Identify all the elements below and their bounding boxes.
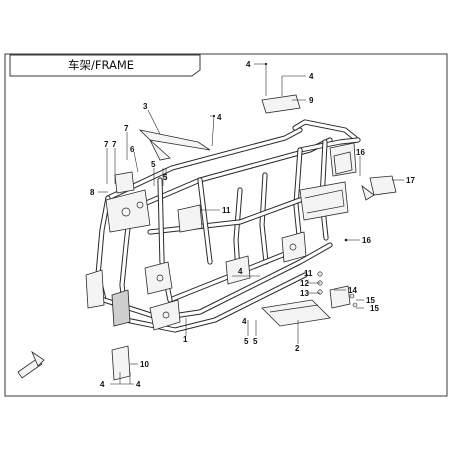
callout-16-right: 16 xyxy=(362,236,371,245)
callout-4-lower-mid: 4 xyxy=(242,317,247,326)
callout-5-a: 5 xyxy=(151,160,156,169)
header-box xyxy=(9,54,201,77)
callout-14: 14 xyxy=(348,286,357,295)
callout-4-upper-mid: 4 xyxy=(217,113,222,122)
callout-1: 1 xyxy=(183,335,188,344)
callout-labels: 4 4 9 3 4 7 7 7 6 5 5 8 11 16 17 16 4 11… xyxy=(90,60,415,389)
diagram-border xyxy=(4,53,448,397)
view-direction-icon xyxy=(17,357,43,379)
callout-2: 2 xyxy=(295,344,300,353)
callout-15-b: 15 xyxy=(370,304,379,313)
callout-5-d: 5 xyxy=(253,337,258,346)
callout-5-c: 5 xyxy=(244,337,249,346)
leader-lines xyxy=(98,62,404,385)
callout-3: 3 xyxy=(143,102,148,111)
callout-4-bottom-right: 4 xyxy=(136,380,141,389)
callout-4-mid: 4 xyxy=(238,267,243,276)
frame-assembly xyxy=(17,94,397,381)
callout-16-upper: 16 xyxy=(356,148,365,157)
page-title: 车架/FRAME xyxy=(68,58,134,72)
callout-17: 17 xyxy=(406,176,415,185)
callout-4-bottom-left: 4 xyxy=(100,380,105,389)
callout-13: 13 xyxy=(300,289,309,298)
callout-12: 12 xyxy=(300,279,309,288)
callout-9: 9 xyxy=(309,96,314,105)
callout-15-a: 15 xyxy=(366,296,375,305)
callout-11-lower: 11 xyxy=(304,269,313,278)
callout-7-a: 7 xyxy=(124,124,129,133)
callout-6: 6 xyxy=(130,145,135,154)
callout-7-c: 7 xyxy=(112,140,117,149)
callout-11: 11 xyxy=(222,206,231,215)
callout-7-b: 7 xyxy=(104,140,109,149)
callout-10: 10 xyxy=(140,360,149,369)
header: 车架/FRAME xyxy=(9,54,201,77)
callout-4-top-left: 4 xyxy=(246,60,251,69)
callout-4-top-right: 4 xyxy=(309,72,314,81)
callout-8: 8 xyxy=(90,188,95,197)
callout-5-b: 5 xyxy=(163,173,168,182)
